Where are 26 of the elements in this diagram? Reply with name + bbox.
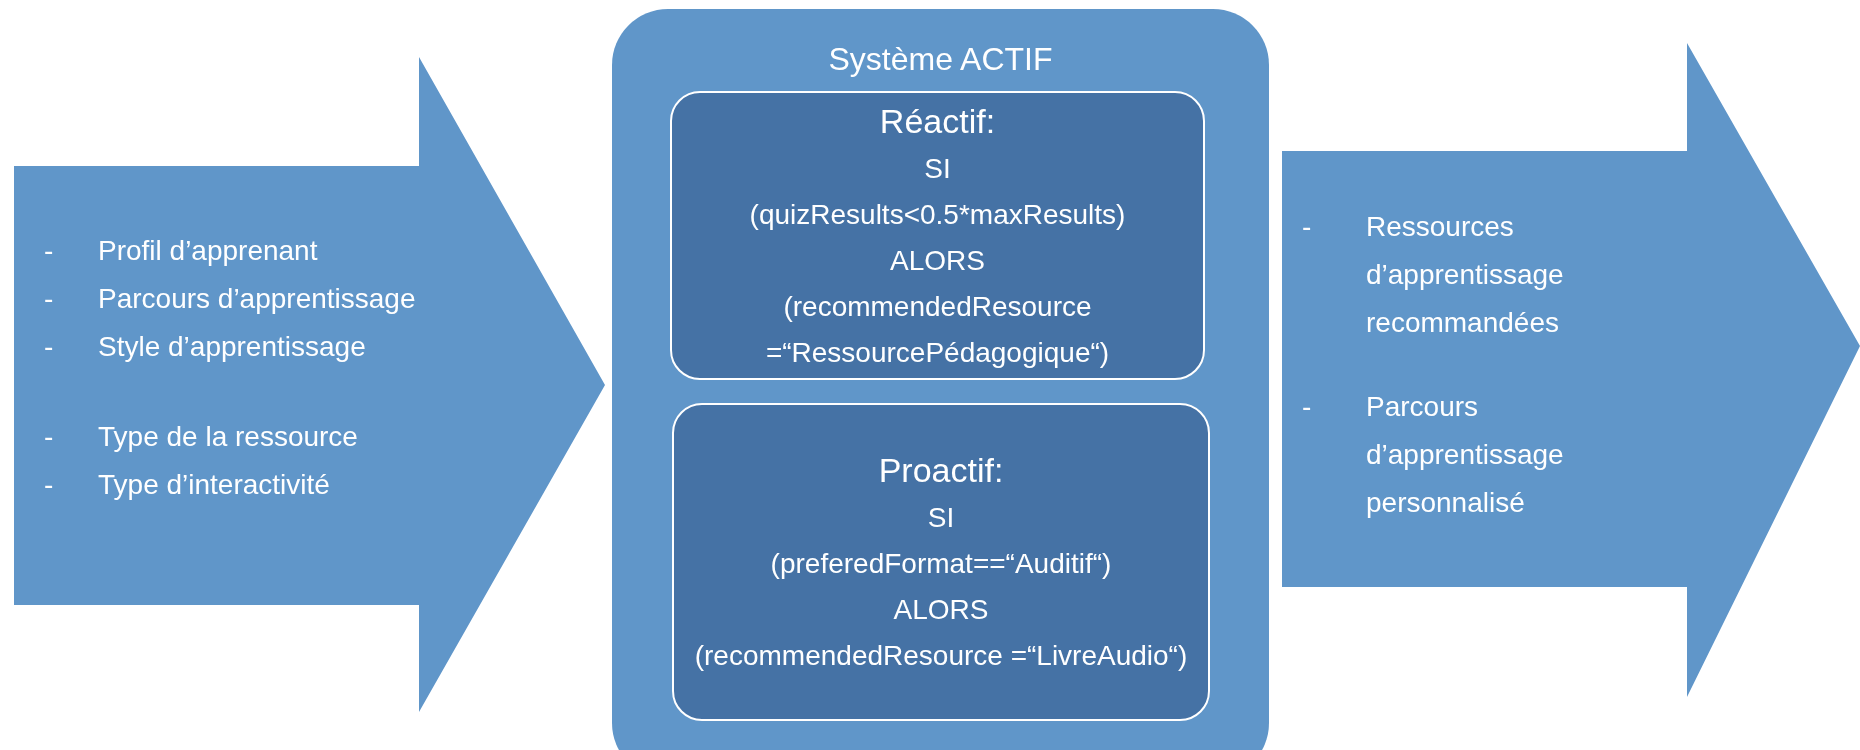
rule-text: (recommendedResource =“RessourcePédagogique“) [764, 289, 1111, 370]
rule-text: (recommendedResource =“LivreAudio“) [694, 639, 1188, 673]
list-item: Parcours d’apprentissage personnalisé [1366, 390, 1565, 520]
rule-heading: Proactif: [878, 450, 1004, 491]
rule-text: (quizResults<0.5*maxResults) [749, 197, 1126, 232]
list-dash: - [44, 468, 55, 502]
list-item: Ressources d’apprentissage recommandées [1366, 210, 1565, 340]
list-dash: - [1302, 210, 1313, 244]
list-item: Parcours d’apprentissage [98, 282, 417, 316]
rule-text: (preferedFormat==“Auditif“) [770, 547, 1112, 581]
panel-title: Système ACTIF [827, 40, 1054, 79]
rule-text: SI [924, 151, 951, 186]
rule-heading: Réactif: [879, 100, 996, 142]
list-dash: - [44, 330, 55, 364]
list-dash: - [44, 282, 55, 316]
list-item: Type d’interactivité [98, 468, 331, 502]
system-panel [612, 9, 1269, 750]
list-dash: - [44, 420, 55, 454]
list-item: Style d’apprentissage [98, 330, 367, 364]
list-item: Profil d’apprenant [98, 234, 319, 268]
rule-text: SI [927, 501, 955, 535]
rule-text: ALORS [893, 593, 989, 627]
list-dash: - [44, 234, 55, 268]
list-dash: - [1302, 390, 1313, 424]
rule-text: ALORS [890, 243, 985, 278]
list-item: Type de la ressource [98, 420, 359, 454]
